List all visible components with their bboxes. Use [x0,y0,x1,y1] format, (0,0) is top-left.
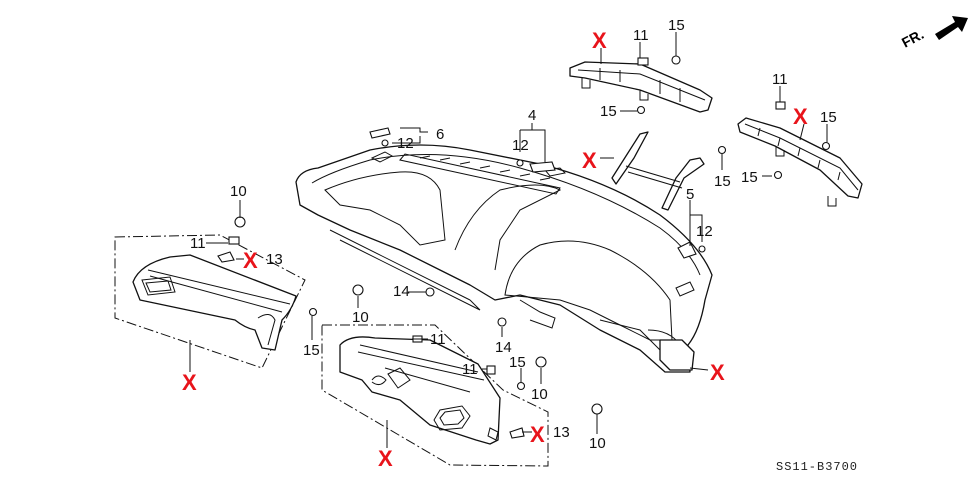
lower-center-panel[interactable] [321,324,549,467]
callout-11: 11 [772,71,788,88]
upper-duct-right[interactable] [737,117,863,207]
trim-5 [677,241,697,259]
callout-14: 14 [495,339,512,356]
callout-15: 15 [714,173,731,190]
screw-15-b [821,141,831,151]
callout-5: 5 [686,186,694,203]
callout-12: 12 [512,137,529,154]
bolt-10-c [535,356,547,368]
screw-15-d [717,145,727,155]
leader-lines [189,32,828,448]
clip-12-c [698,245,706,253]
removed-mark: X [243,248,258,273]
screw-15-a [636,105,646,115]
trim-6 [369,127,391,139]
callout-13: 13 [553,424,570,441]
removed-mark: X [582,148,597,173]
diagram-code: SS11-B3700 [776,460,858,474]
clip-14-b [497,317,507,327]
screw-15-c [773,170,783,180]
clip-11-left [228,236,240,245]
bolt-10-b [352,284,364,296]
bolt-10-a [234,216,246,228]
callout-14: 14 [393,283,410,300]
front-arrow-icon [935,16,968,40]
callout-12: 12 [397,135,414,152]
glove-box-left[interactable] [114,234,306,369]
removed-mark: X [592,28,607,53]
clip-11-lower [486,365,496,375]
callout-11: 11 [430,331,446,348]
callout-11: 11 [190,235,206,252]
callout-10: 10 [230,183,247,200]
clip-11-top [637,57,649,66]
clip-13-a [217,251,235,263]
callout-6: 6 [436,126,444,143]
callout-4: 4 [528,107,536,124]
clip-14-a [425,287,435,297]
callout-10: 10 [589,435,606,452]
removed-mark: X [182,370,197,395]
callout-15: 15 [820,109,837,126]
callout-11: 11 [462,361,478,378]
clip-12-b [516,159,524,167]
callout-10: 10 [352,309,369,326]
dashboard-panel[interactable] [295,144,713,373]
removed-part-marks: X X X X X X X X [182,28,808,471]
removed-mark: X [793,104,808,129]
front-direction-indicator: FR. [899,16,968,51]
removed-mark: X [710,360,725,385]
callout-13: 13 [266,251,283,268]
callout-15: 15 [600,103,617,120]
callout-12: 12 [696,223,713,240]
screw-15-top [671,55,681,65]
right-side-cover[interactable] [659,339,695,371]
callout-10: 10 [531,386,548,403]
trim-4 [529,161,556,173]
callout-numbers: 11 15 15 11 15 15 15 5 12 4 12 6 12 10 1… [190,17,837,452]
callout-15: 15 [509,354,526,371]
callout-15: 15 [741,169,758,186]
center-bracket[interactable] [611,131,705,211]
callout-11: 11 [633,27,649,44]
clip-12-a [381,139,389,147]
callout-15: 15 [303,342,320,359]
hardware-items [217,55,831,439]
screw-15-f [516,381,526,391]
removed-mark: X [530,422,545,447]
callout-15: 15 [668,17,685,34]
bolt-10-d [591,403,603,415]
upper-duct-left[interactable] [569,61,713,113]
front-label: FR. [899,26,926,51]
screw-15-e [308,307,318,317]
removed-mark: X [378,446,393,471]
clip-11-right [775,101,786,110]
clip-13-b [509,427,525,439]
